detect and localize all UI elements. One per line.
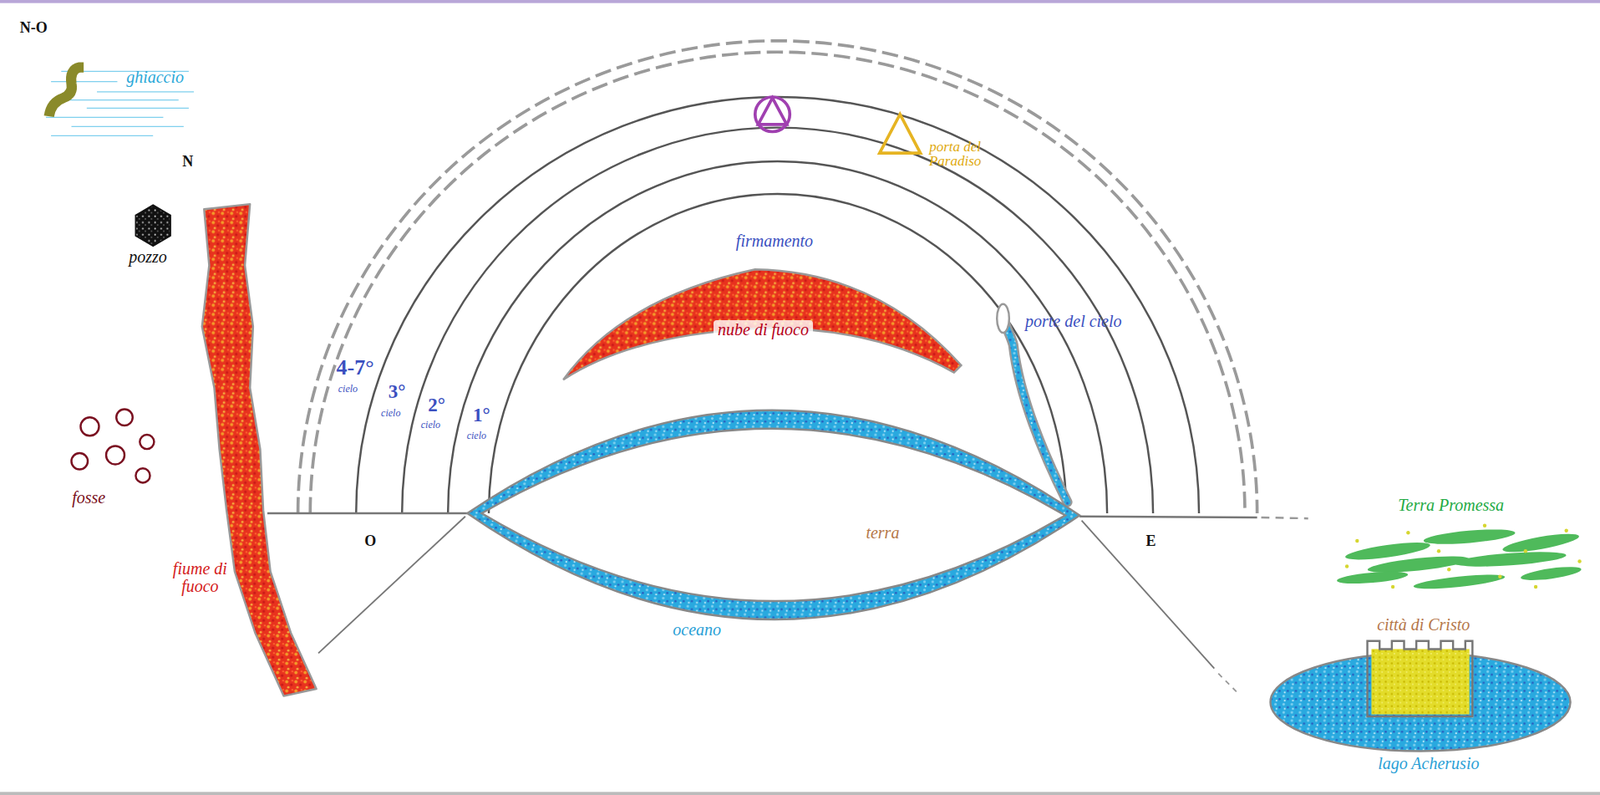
heaven-word: cielo [467,430,487,442]
promised-land: Terra Promessa [1336,492,1592,600]
acherusian-lake: lago Acherusio città di Cristo [1264,609,1576,779]
firmament-label: firmamento [736,232,813,250]
ocean-ring: terra oceano [464,406,1083,643]
heaven-number: 3° [388,381,407,402]
direction-label: N [182,153,194,170]
direction-label: E [1146,533,1157,549]
node-label: fiume di fuoco [164,559,236,595]
direction-label: N-O [20,20,48,36]
node-label: pozzo [128,248,168,266]
heaven-word: cielo [380,407,401,419]
fire-cloud: nube di fuoco [561,267,964,382]
heaven-word: cielo [421,419,441,431]
heaven-number: 4-7° [335,355,374,379]
node-label: lago Acherusio [1377,754,1479,773]
heaven-word: cielo [338,383,358,395]
node-label: Terra Promessa [1397,496,1504,514]
paradise-gate-label: porta del Paradiso [913,139,997,170]
node-label: ghiaccio [126,68,184,87]
node-label: terra [865,523,900,542]
heaven-gates-label: porte del cielo [1025,312,1123,331]
node-label: oceano [672,620,722,639]
heaven-number: 2° [427,395,446,416]
node-label: città di Cristo [1376,615,1470,634]
node-label: nube di fuoco [713,320,813,340]
pits-group: fosse [60,402,163,510]
direction-label: O [364,533,376,549]
well-symbol: pozzo [116,198,188,273]
fire-river: fiume di fuoco [162,202,326,700]
node-label: fosse [71,488,106,507]
ice-region: ghiaccio [35,55,199,143]
heaven-number: 1° [472,405,491,426]
city-of-christ: città di Cristo [1356,612,1485,720]
